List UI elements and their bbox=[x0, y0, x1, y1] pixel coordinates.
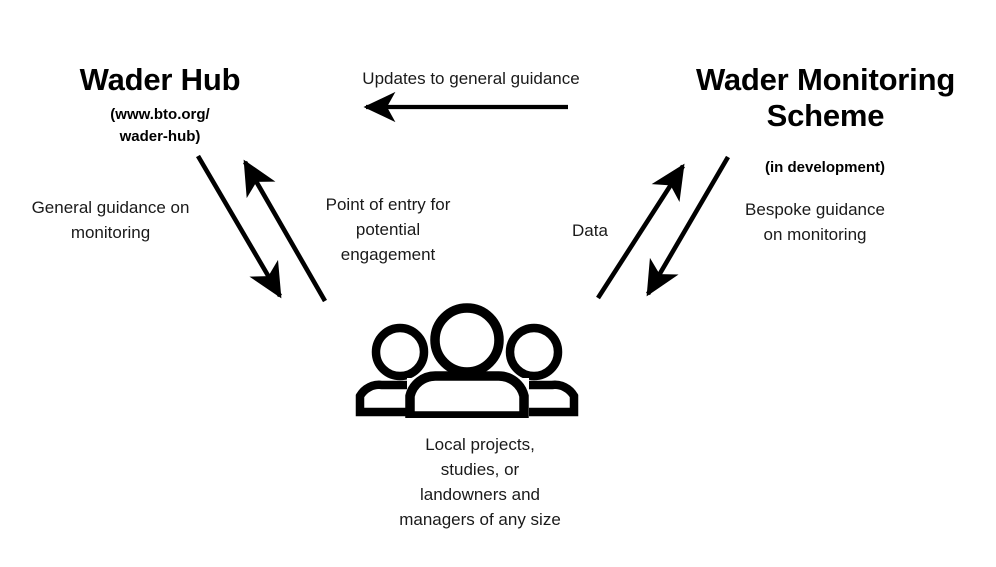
caption-local-projects: Local projects, studies, or landowners a… bbox=[399, 435, 561, 529]
node-subtitle-in-development: (in development) bbox=[764, 159, 885, 176]
node-subtitle-wader-hub-url: (www.bto.org/ wader-hub) bbox=[110, 106, 210, 145]
edge-label-point-of-entry-for-potential-engagement: Point of entry for potential engagement bbox=[325, 195, 451, 264]
node-title-wader-hub: Wader Hub bbox=[79, 62, 241, 97]
edge-label-data: Data bbox=[572, 221, 608, 240]
edge-label-updates-to-general-guidance: Updates to general guidance bbox=[362, 69, 580, 88]
edge-label-bespoke-guidance-on-monitoring: Bespoke guidance on monitoring bbox=[745, 200, 885, 244]
three-people-icon bbox=[355, 303, 579, 418]
node-title-wader-monitoring-scheme: Wader Monitoring Scheme bbox=[695, 62, 956, 133]
edge-label-general-guidance-on-monitoring: General guidance on monitoring bbox=[31, 198, 190, 242]
